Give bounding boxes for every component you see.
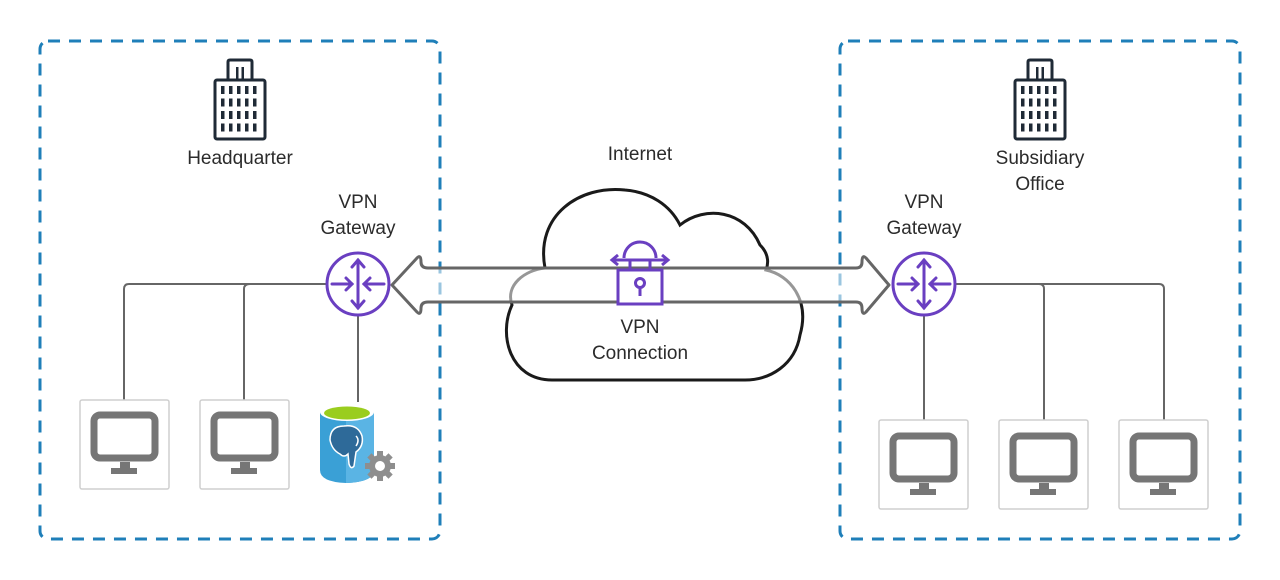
building-window	[1029, 98, 1033, 107]
headquarter-postgresql-database[interactable]	[320, 403, 395, 483]
headquarter-building-icon	[213, 58, 267, 141]
building-window	[1053, 98, 1057, 107]
subsidiary-site-boundary	[838, 39, 1242, 541]
monitor-icon	[889, 432, 958, 495]
building-window	[1037, 111, 1041, 119]
internet-label: Internet	[607, 144, 673, 165]
vpn-connection-label: VPN Connection	[592, 315, 688, 367]
building-window	[1037, 86, 1041, 94]
building-window	[1045, 86, 1049, 94]
building-window	[1045, 123, 1049, 132]
building-window	[229, 123, 233, 132]
building-window	[221, 111, 225, 119]
subsidiary-label-line-2: Office	[1015, 174, 1065, 195]
subsidiary-computer-2[interactable]	[998, 419, 1089, 510]
building-window	[245, 98, 249, 107]
building-window	[245, 123, 249, 132]
gateway-label-line-2: Gateway	[320, 218, 396, 239]
building-window	[1037, 98, 1041, 107]
headquarter-computer-2[interactable]	[199, 399, 290, 490]
building-window	[253, 123, 257, 132]
gateway-label-line-2: Gateway	[886, 218, 962, 239]
building-window	[1053, 86, 1057, 94]
building-window	[253, 86, 257, 94]
building-window	[237, 86, 241, 94]
subsidiary-vpn-gateway-icon[interactable]	[891, 251, 957, 317]
gateway-label-line-1: VPN	[338, 192, 378, 213]
subsidiary-label: Subsidiary Office	[996, 146, 1085, 198]
subsidiary-label-line-1: Subsidiary	[995, 148, 1085, 169]
building-window	[229, 98, 233, 107]
headquarter-computer-1[interactable]	[79, 399, 170, 490]
building-window	[221, 86, 225, 94]
monitor-icon	[1009, 432, 1078, 495]
building-window	[1045, 98, 1049, 107]
building-window	[1053, 111, 1057, 119]
building-window	[229, 111, 233, 119]
building-window	[1037, 123, 1041, 132]
building-window	[1021, 86, 1025, 94]
connection-label-line-2: Connection	[591, 343, 689, 364]
building-window	[1029, 123, 1033, 132]
subsidiary-building-icon	[1013, 58, 1067, 141]
building-window	[1029, 86, 1033, 94]
subsidiary-computer-3[interactable]	[1118, 419, 1209, 510]
headquarter-label: Headquarter	[187, 148, 293, 169]
vpn-lock-icon	[609, 240, 671, 306]
building-window	[1029, 111, 1033, 119]
postgresql-database-icon	[320, 403, 395, 483]
building-window	[1021, 111, 1025, 119]
building-window	[253, 111, 257, 119]
subsidiary-gateway-label: VPN Gateway	[887, 190, 962, 242]
building-window	[253, 98, 257, 107]
building-window	[237, 123, 241, 132]
building-window	[245, 86, 249, 94]
building-window	[245, 111, 249, 119]
building-window	[237, 111, 241, 119]
monitor-icon	[1129, 432, 1198, 495]
building-window	[237, 98, 241, 107]
gateway-label-line-1: VPN	[904, 192, 944, 213]
headquarter-vpn-gateway-icon[interactable]	[325, 251, 391, 317]
headquarter-network-lines	[123, 283, 359, 402]
headquarter-gateway-label: VPN Gateway	[321, 190, 396, 242]
building-window	[221, 98, 225, 107]
monitor-icon	[210, 411, 279, 474]
monitor-icon	[90, 411, 159, 474]
building-window	[1045, 111, 1049, 119]
building-window	[1053, 123, 1057, 132]
building-window	[221, 123, 225, 132]
connection-label-line-1: VPN	[620, 317, 660, 338]
subsidiary-computer-1[interactable]	[878, 419, 969, 510]
subsidiary-network-lines	[923, 283, 1165, 420]
building-window	[229, 86, 233, 94]
building-window	[1021, 123, 1025, 132]
building-window	[1021, 98, 1025, 107]
